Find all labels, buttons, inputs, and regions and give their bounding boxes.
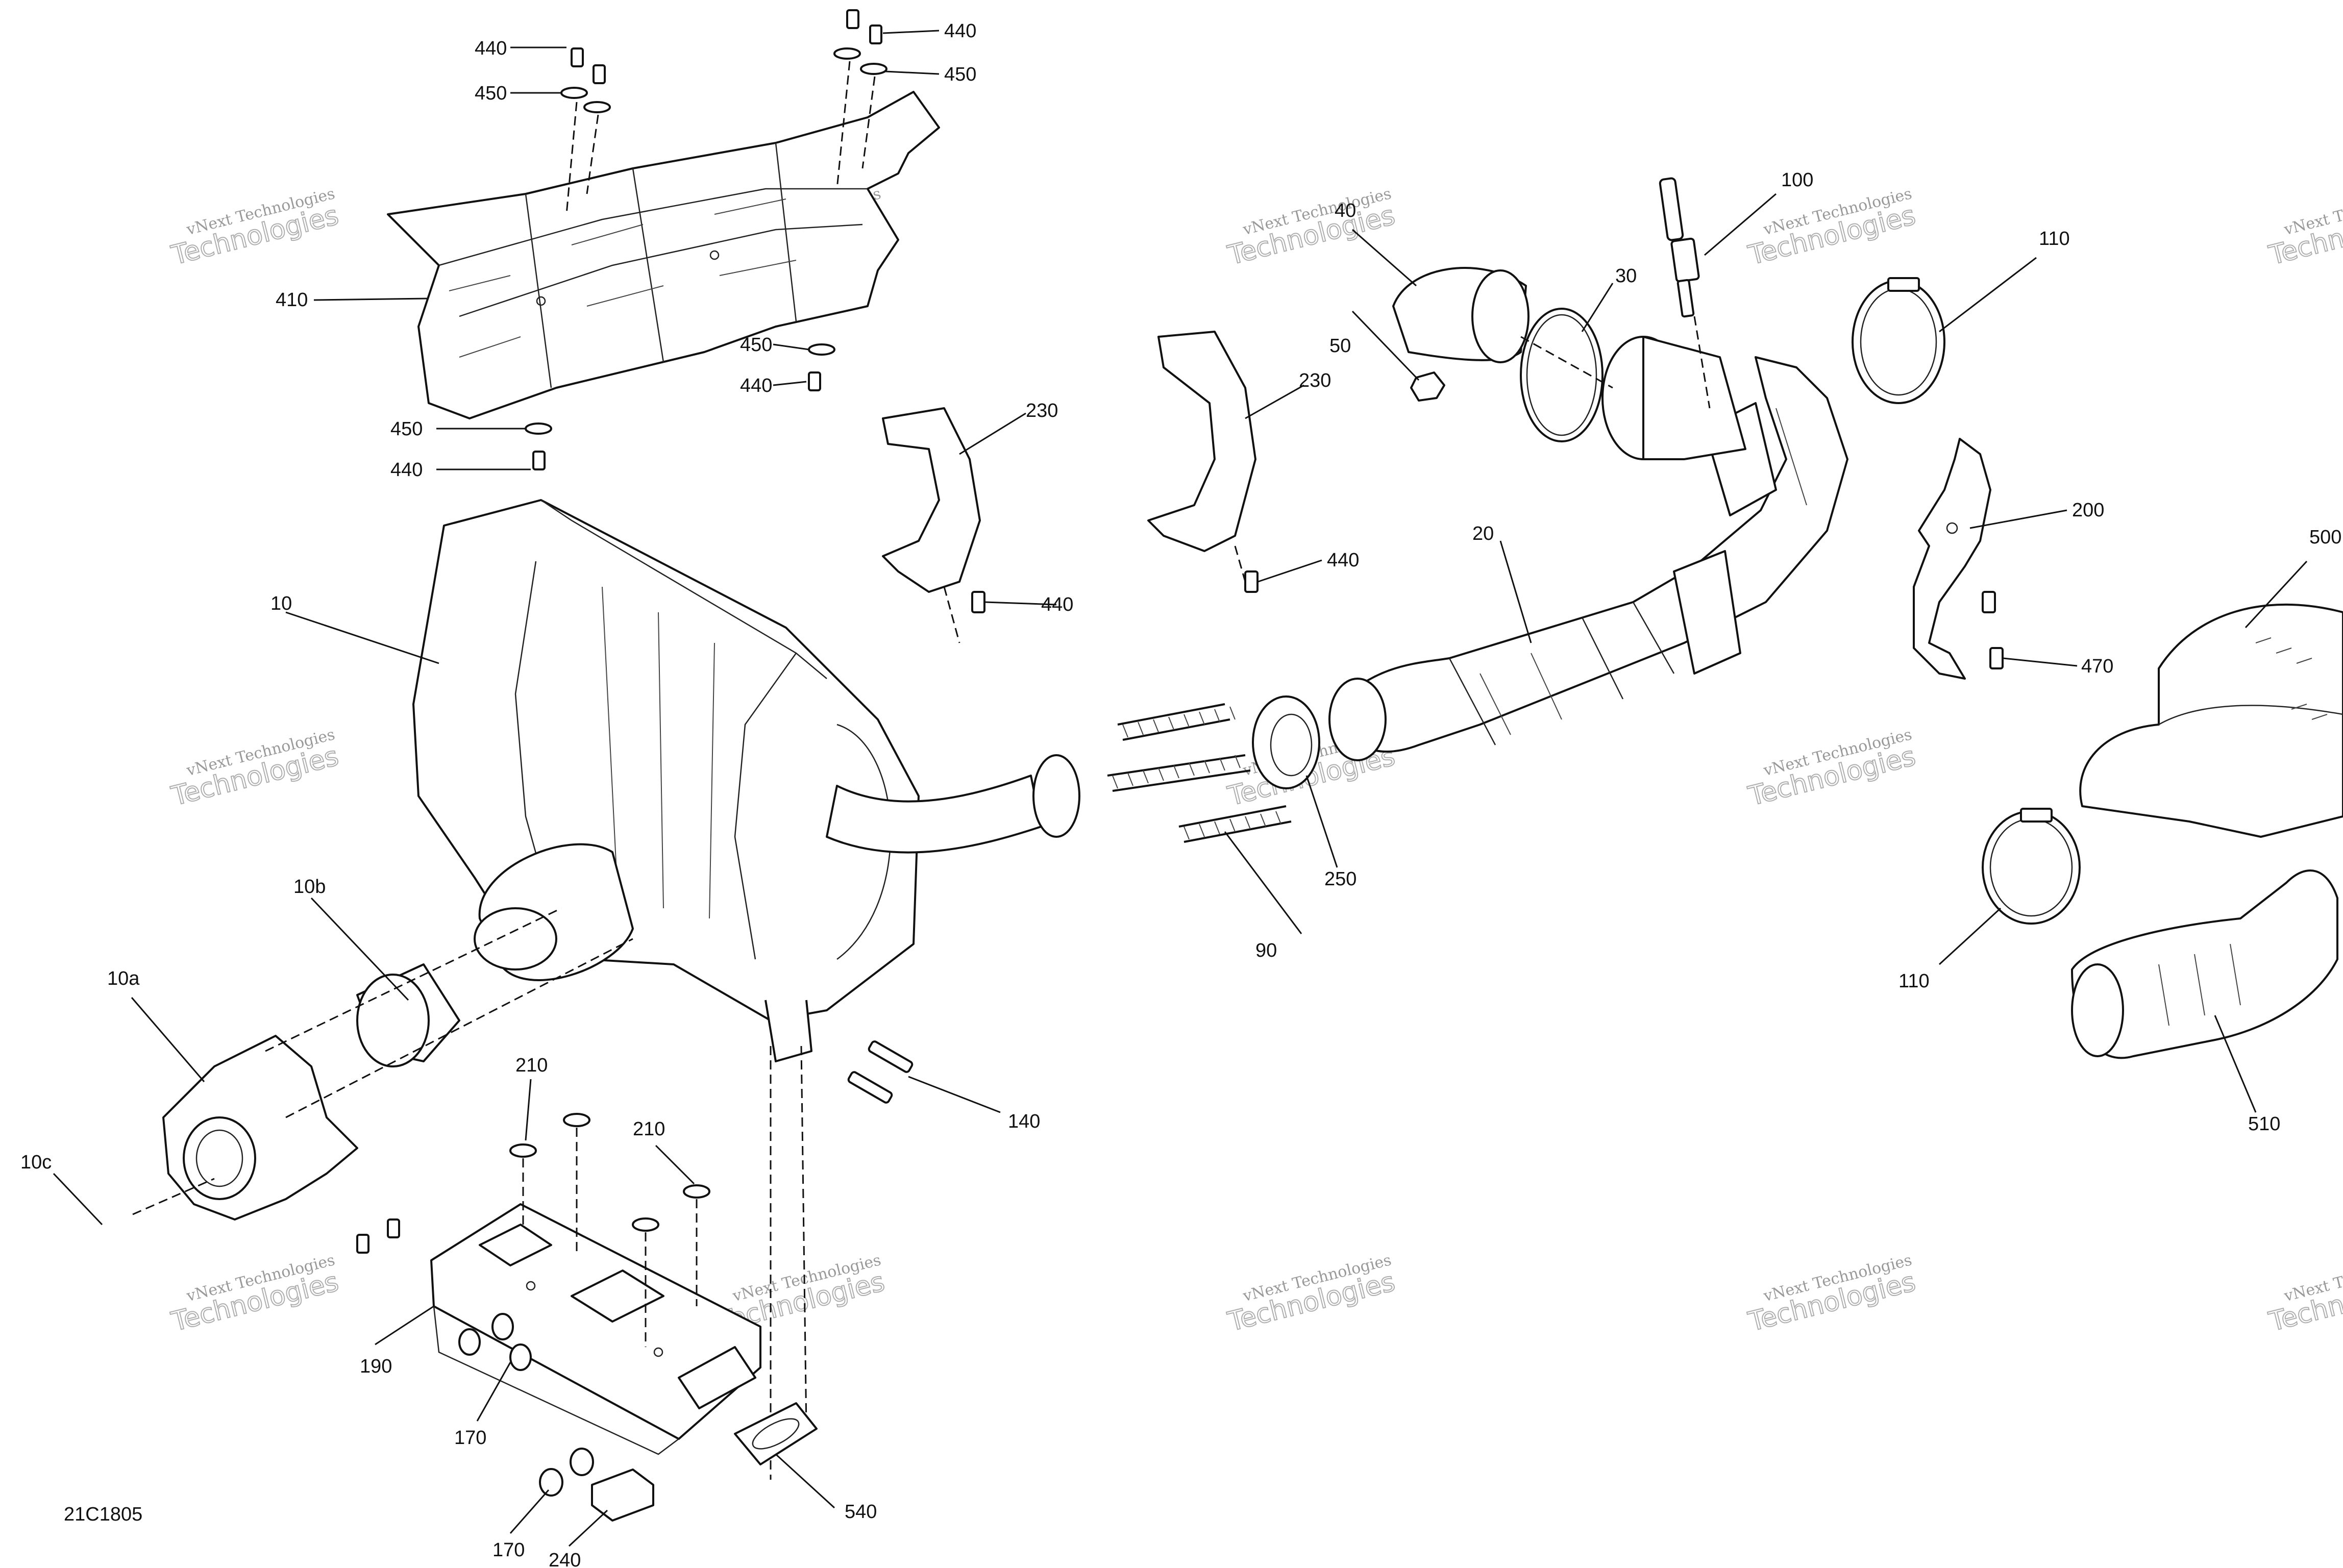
grommet-540 bbox=[734, 1402, 818, 1465]
clamp-110-bottom bbox=[1982, 808, 2081, 925]
callout-450: 450 bbox=[390, 418, 423, 440]
tail-cover-10a bbox=[162, 1035, 358, 1221]
bracket-230-left bbox=[882, 407, 985, 643]
nut-50 bbox=[1410, 371, 1445, 402]
callout-170: 170 bbox=[492, 1539, 525, 1561]
callout-190: 190 bbox=[360, 1356, 392, 1377]
heat-shield-410 bbox=[387, 91, 940, 419]
gasket-30 bbox=[1520, 308, 1604, 442]
heat-shield-500 bbox=[2079, 603, 2343, 838]
bolts-140 bbox=[847, 1040, 914, 1104]
watermark: Technologies vNext Technologies bbox=[168, 185, 342, 271]
support-bracket-200 bbox=[1913, 438, 2004, 680]
callout-labels: 440 450 440 450 410 450 440 450 440 230 … bbox=[20, 20, 2341, 1568]
callout-50: 50 bbox=[1329, 335, 1351, 357]
leader-lines bbox=[53, 30, 2308, 1547]
block-240 bbox=[591, 1469, 654, 1522]
sealing-ring-250 bbox=[1252, 695, 1320, 789]
callout-140: 140 bbox=[1008, 1111, 1040, 1132]
fasteners-210 bbox=[509, 1113, 710, 1347]
inlet-pipe bbox=[1601, 336, 1746, 460]
callout-440: 440 bbox=[1327, 550, 1359, 571]
watermark: Technologies vNext Technologies bbox=[1745, 1251, 1919, 1338]
bracket-230-right bbox=[1147, 331, 1259, 593]
callout-440: 440 bbox=[390, 459, 423, 481]
springs-90 bbox=[1107, 703, 1292, 843]
callout-500: 500 bbox=[2309, 527, 2341, 548]
clamp-110-top bbox=[1852, 277, 1945, 404]
callout-440: 440 bbox=[1041, 594, 1073, 615]
callout-90: 90 bbox=[1255, 940, 1277, 961]
watermark: Technologies vNext Technologies bbox=[2265, 1251, 2343, 1338]
mounting-bracket-190 bbox=[356, 1203, 761, 1455]
nuts-170 bbox=[539, 1448, 594, 1497]
watermark: Technologies vNext Technologies bbox=[1745, 185, 1919, 271]
callout-440: 440 bbox=[944, 20, 976, 42]
callout-20: 20 bbox=[1472, 523, 1494, 544]
callout-450: 450 bbox=[475, 83, 507, 104]
callout-210: 210 bbox=[515, 1055, 548, 1076]
callout-450: 450 bbox=[944, 64, 976, 85]
callout-450: 450 bbox=[740, 334, 772, 356]
callout-440: 440 bbox=[740, 375, 772, 396]
diagram-code: 21C1805 bbox=[64, 1504, 142, 1525]
callout-10: 10 bbox=[270, 593, 292, 614]
callout-230: 230 bbox=[1026, 400, 1058, 421]
callout-110: 110 bbox=[2039, 228, 2070, 250]
callout-30: 30 bbox=[1615, 265, 1637, 287]
watermark: Technologies vNext Technologies bbox=[1224, 185, 1399, 271]
oxygen-sensor-100 bbox=[1659, 177, 1700, 318]
callout-410: 410 bbox=[276, 289, 308, 311]
heat-shield-fasteners bbox=[525, 9, 887, 470]
callout-10a: 10a bbox=[107, 968, 140, 989]
callout-10b: 10b bbox=[293, 876, 326, 898]
watermark: Technologies vNext Technologies bbox=[1745, 726, 1919, 812]
flange-clamp-40 bbox=[1392, 267, 1530, 363]
callout-210: 210 bbox=[633, 1118, 665, 1140]
callout-470: 470 bbox=[2081, 656, 2113, 677]
callout-510: 510 bbox=[2248, 1113, 2280, 1135]
callout-200: 200 bbox=[2072, 500, 2104, 521]
callout-40: 40 bbox=[1335, 200, 1356, 221]
watermark: Technologies vNext Technologies bbox=[1224, 1251, 1399, 1338]
tail-pipe-510 bbox=[2071, 869, 2338, 1059]
watermark: Technologies vNext Technologies bbox=[168, 1251, 342, 1338]
watermark: Technologies vNext Technologies bbox=[2265, 185, 2343, 271]
callout-540: 540 bbox=[845, 1501, 877, 1523]
callout-10c: 10c bbox=[20, 1152, 52, 1173]
watermark: Technologies vNext Technologies bbox=[168, 726, 342, 812]
callout-110: 110 bbox=[1898, 970, 1930, 992]
callout-230: 230 bbox=[1299, 370, 1331, 391]
muffler-10 bbox=[412, 499, 1080, 1062]
tailpipe-10b bbox=[356, 963, 460, 1067]
callout-440: 440 bbox=[475, 38, 507, 59]
callout-170: 170 bbox=[454, 1427, 486, 1449]
callout-240: 240 bbox=[549, 1550, 581, 1568]
callout-250: 250 bbox=[1324, 868, 1357, 890]
callout-100: 100 bbox=[1781, 169, 1813, 191]
